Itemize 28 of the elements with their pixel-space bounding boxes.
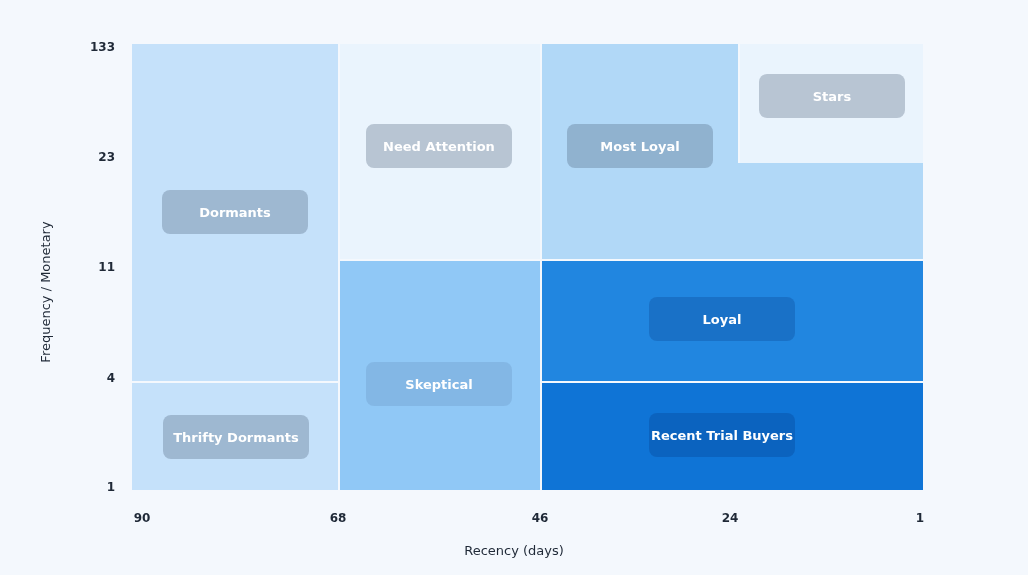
tick-label: 23: [98, 150, 115, 164]
segment-region: [340, 261, 540, 490]
tick-label: 1: [106, 480, 115, 494]
tick-label: 46: [531, 511, 549, 525]
segment-label: Stars: [759, 74, 905, 118]
segment-region: [132, 383, 338, 490]
segment-label: Recent Trial Buyers: [649, 413, 795, 457]
segment-label: Skeptical: [366, 362, 512, 406]
tick-label: 90: [133, 511, 151, 525]
axis-title: Recency (days): [464, 542, 564, 558]
segment-label: Most Loyal: [567, 124, 713, 168]
segment-region: [340, 44, 540, 259]
segment-region: [740, 44, 923, 163]
tick-label: 4: [106, 371, 115, 385]
segment-region: [132, 44, 338, 381]
segment-label: Loyal: [649, 297, 795, 341]
segment-label: Need Attention: [366, 124, 512, 168]
segment-region: [542, 261, 923, 381]
tick-label: 133: [89, 40, 115, 54]
segment-region: [542, 44, 923, 259]
axis-title: Frequency / Monetary: [37, 221, 53, 363]
segment-label: Dormants: [162, 190, 308, 234]
tick-label: 1: [915, 511, 925, 525]
tick-label: 68: [329, 511, 347, 525]
tick-label: 24: [721, 511, 739, 525]
tick-label: 11: [98, 260, 115, 274]
segment-label: Thrifty Dormants: [163, 415, 309, 459]
segment-region: [542, 383, 923, 490]
